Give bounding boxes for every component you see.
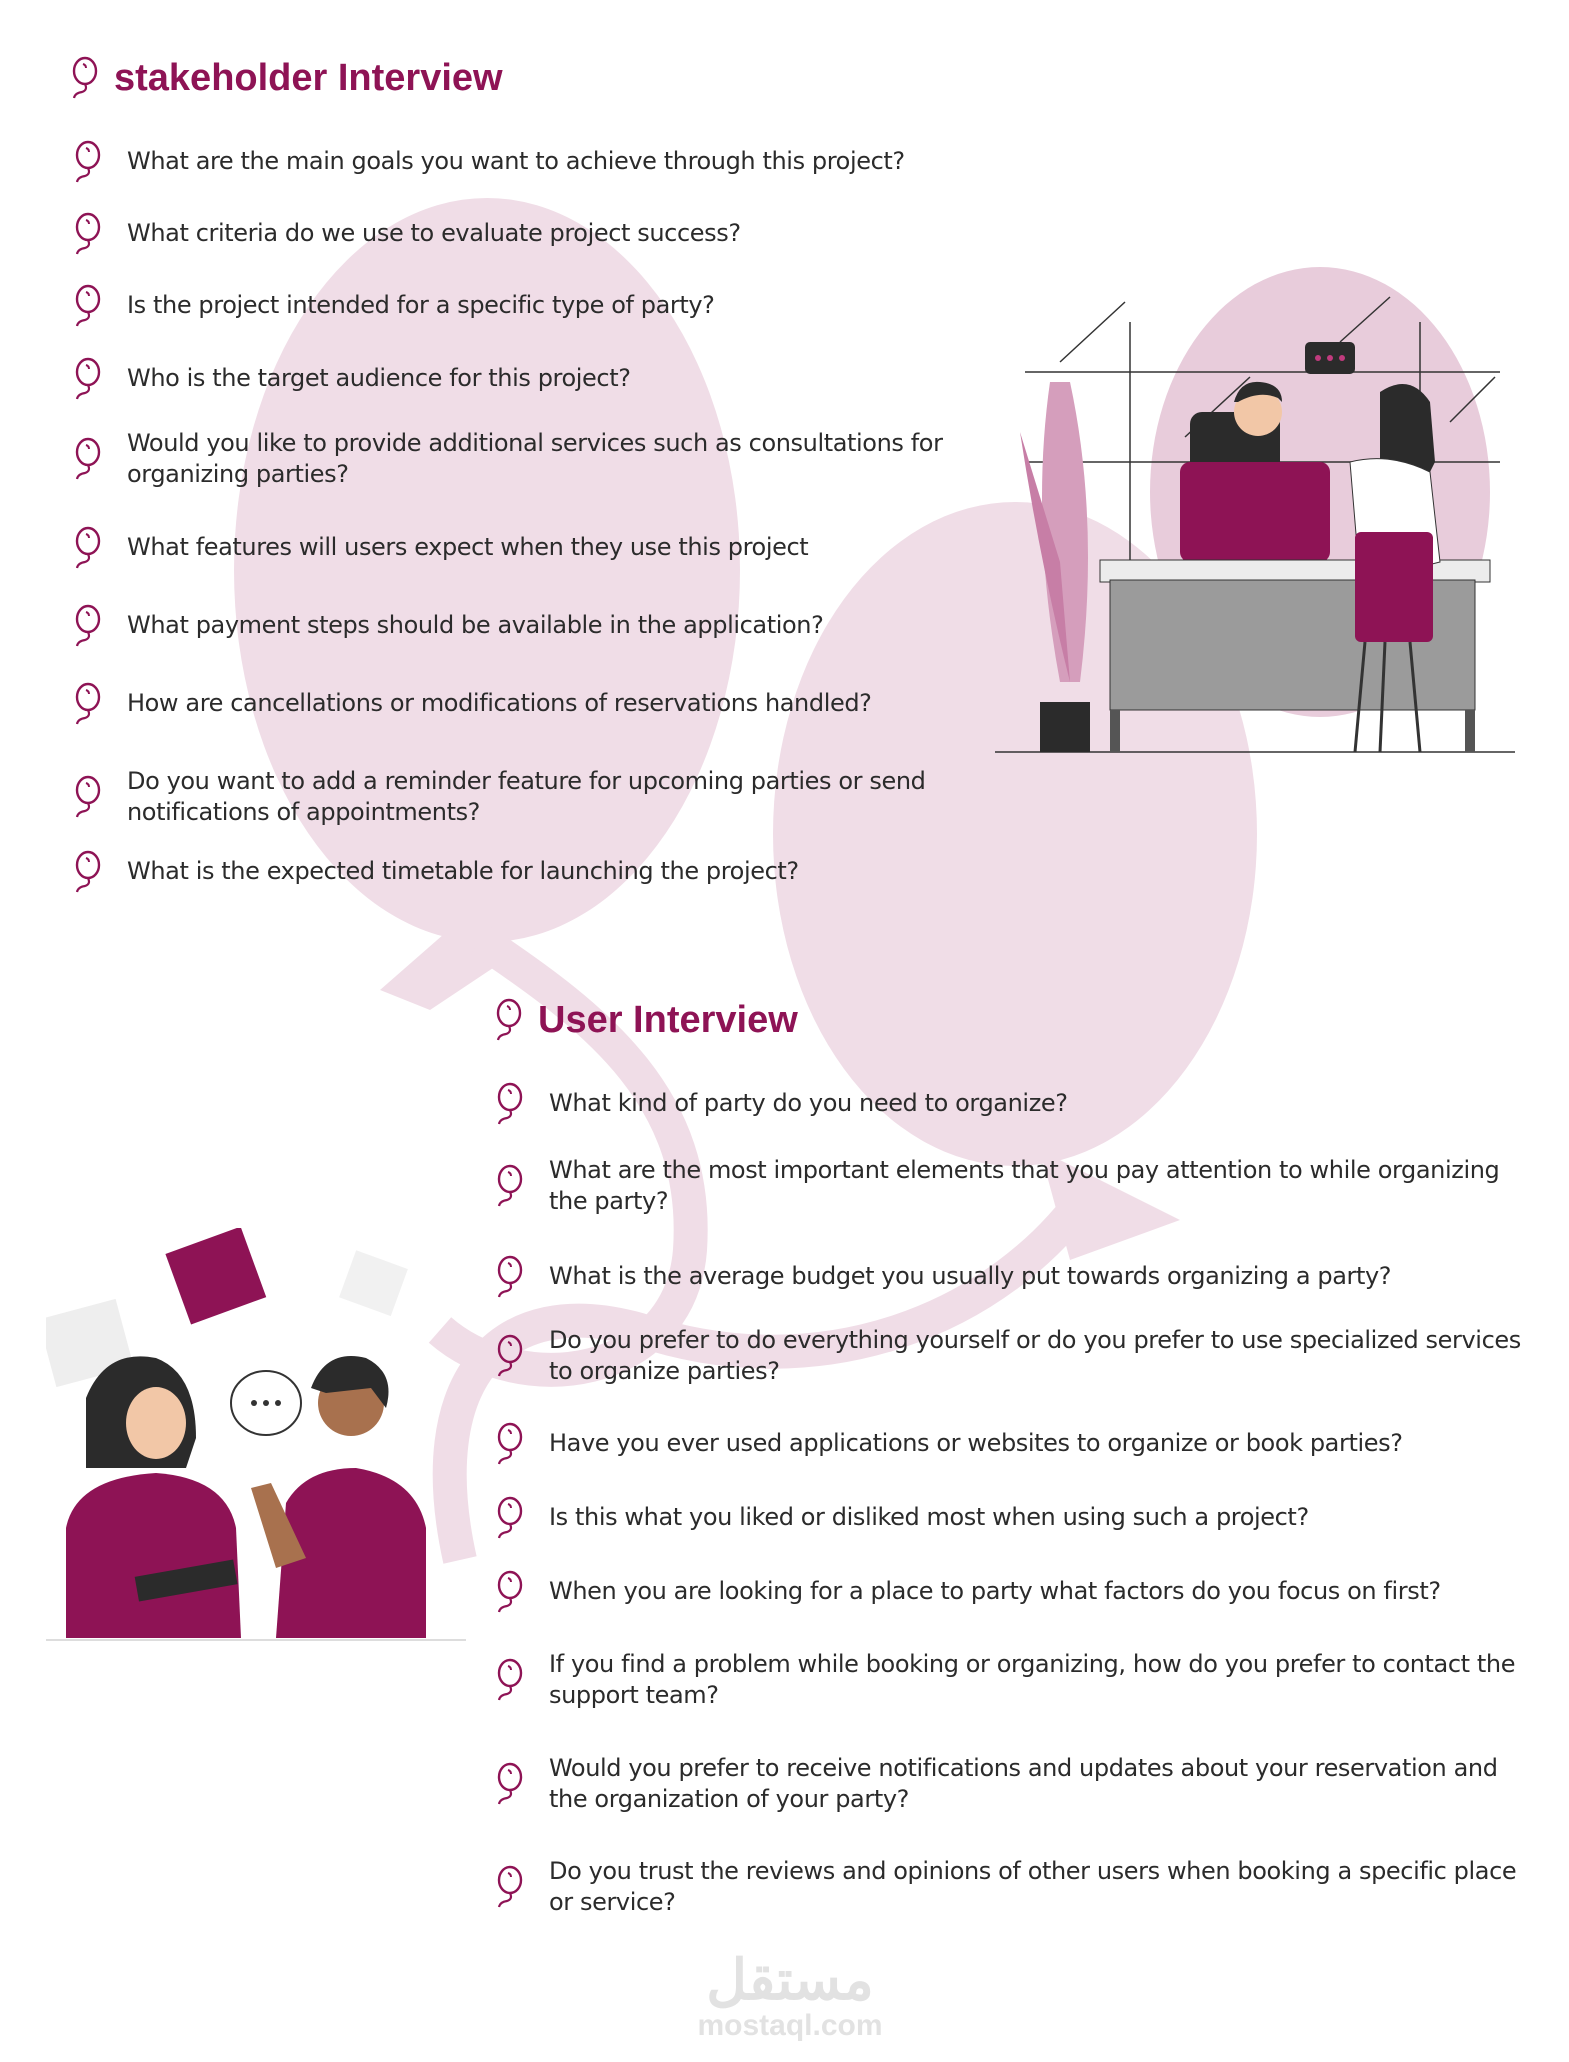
question-text: How are cancellations or modifications o… — [127, 689, 872, 717]
balloon-icon — [497, 1762, 523, 1806]
balloon-icon — [75, 682, 101, 725]
question-text: Have you ever used applications or websi… — [549, 1429, 1403, 1457]
stakeholder-question-item: What payment steps should be available i… — [75, 604, 1067, 647]
question-text: Do you prefer to do everything yourself … — [549, 1326, 1521, 1385]
balloon-icon — [497, 1422, 523, 1465]
balloon-icon — [497, 1334, 523, 1378]
user-question-item: Is this what you liked or disliked most … — [497, 1496, 1539, 1539]
stakeholder-question-item: What are the main goals you want to achi… — [75, 140, 1067, 183]
balloon-icon — [75, 850, 101, 893]
balloon-icon — [497, 1865, 523, 1909]
user-question-item: What is the average budget you usually p… — [497, 1255, 1539, 1298]
balloon-icon — [497, 1255, 523, 1298]
balloon-icon — [75, 437, 101, 481]
stakeholder-interview-heading: stakeholder Interview — [70, 56, 503, 100]
question-text: What kind of party do you need to organi… — [549, 1089, 1068, 1117]
stakeholder-question-item: What is the expected timetable for launc… — [75, 850, 1067, 893]
balloon-icon — [75, 284, 101, 327]
question-text: Would you like to provide additional ser… — [127, 429, 943, 488]
balloon-icon — [75, 357, 101, 400]
user-question-item: Would you prefer to receive notification… — [497, 1753, 1539, 1815]
office-interview-illustration — [995, 267, 1515, 753]
balloon-icon — [75, 604, 101, 647]
balloon-icon — [75, 526, 101, 569]
balloon-icon — [72, 56, 98, 100]
user-question-item: If you find a problem while booking or o… — [497, 1649, 1539, 1711]
user-question-item: What are the most important elements tha… — [497, 1155, 1539, 1217]
question-text: If you find a problem while booking or o… — [549, 1650, 1516, 1709]
stakeholder-question-item: Who is the target audience for this proj… — [75, 357, 1067, 400]
balloon-icon — [497, 1496, 523, 1539]
question-text: Do you trust the reviews and opinions of… — [549, 1857, 1517, 1916]
question-text: Who is the target audience for this proj… — [127, 364, 631, 392]
user-interview-illustration — [46, 1228, 466, 1641]
stakeholder-question-item: Is the project intended for a specific t… — [75, 284, 1067, 327]
question-text: Would you prefer to receive notification… — [549, 1754, 1498, 1813]
stakeholder-question-item: What features will users expect when the… — [75, 526, 1067, 569]
balloon-icon — [75, 212, 101, 255]
stakeholder-question-item: What criteria do we use to evaluate proj… — [75, 212, 1067, 255]
balloon-icon — [497, 1082, 523, 1125]
stakeholder-question-item: Would you like to provide additional ser… — [75, 428, 1067, 490]
user-question-item: Do you trust the reviews and opinions of… — [497, 1856, 1539, 1918]
question-text: What features will users expect when the… — [127, 533, 809, 561]
question-text: What is the expected timetable for launc… — [127, 857, 799, 885]
user-question-item: What kind of party do you need to organi… — [497, 1082, 1539, 1125]
balloon-icon — [497, 1570, 523, 1613]
question-text: Is this what you liked or disliked most … — [549, 1503, 1309, 1531]
user-question-item: Have you ever used applications or websi… — [497, 1422, 1539, 1465]
user-interview-heading: User Interview — [494, 998, 798, 1042]
balloon-icon — [496, 998, 522, 1042]
mostaql-watermark: مستقل mostaql.com — [697, 1948, 883, 2042]
user-question-item: When you are looking for a place to part… — [497, 1570, 1539, 1613]
question-text: What are the main goals you want to achi… — [127, 147, 905, 175]
question-text: Do you want to add a reminder feature fo… — [127, 767, 926, 826]
question-text: When you are looking for a place to part… — [549, 1577, 1441, 1605]
balloon-icon — [497, 1164, 523, 1208]
stakeholder-question-item: How are cancellations or modifications o… — [75, 682, 1067, 725]
question-text: What payment steps should be available i… — [127, 611, 824, 639]
stakeholder-question-item: Do you want to add a reminder feature fo… — [75, 766, 1067, 828]
question-text: What criteria do we use to evaluate proj… — [127, 219, 741, 247]
question-text: Is the project intended for a specific t… — [127, 291, 715, 319]
balloon-icon — [75, 140, 101, 183]
question-text: What are the most important elements tha… — [549, 1156, 1500, 1215]
user-question-item: Do you prefer to do everything yourself … — [497, 1325, 1539, 1387]
balloon-icon — [75, 775, 101, 819]
balloon-icon — [497, 1658, 523, 1702]
question-text: What is the average budget you usually p… — [549, 1262, 1392, 1290]
